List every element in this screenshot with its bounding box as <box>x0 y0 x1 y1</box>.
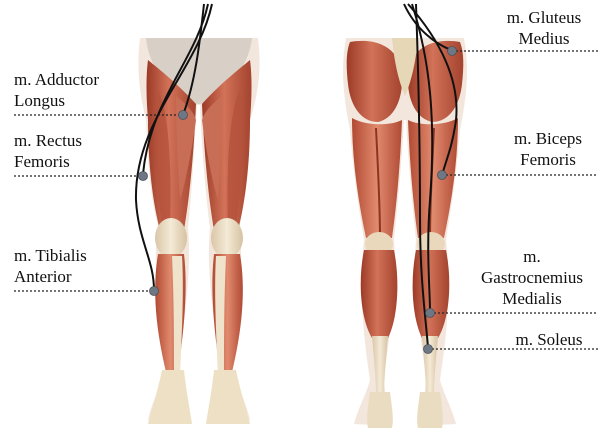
label-biceps-femoris-line2: Femoris <box>498 149 598 170</box>
back-left-calf <box>361 250 398 338</box>
back-right-calf <box>413 250 450 338</box>
front-view-legs <box>138 38 259 424</box>
back-left-heel <box>367 392 393 428</box>
electrode-soleus <box>424 345 433 354</box>
label-adductor-longus-line2: Longus <box>14 90 99 111</box>
label-gastrocnemius-medialis-line2: Gastrocnemius <box>466 267 598 288</box>
label-adductor-longus: m. Adductor Longus <box>14 69 99 111</box>
label-gluteus-medius-line1: m. Gluteus <box>490 7 598 28</box>
front-right-knee <box>211 218 243 258</box>
label-gastrocnemius-medialis: m. Gastrocnemius Medialis <box>466 246 598 309</box>
electrode-rectus-femoris <box>139 172 148 181</box>
label-tibialis-anterior-line1: m. Tibialis <box>14 245 87 266</box>
electrode-adductor-longus <box>179 111 188 120</box>
back-view-legs <box>343 38 467 428</box>
front-right-foot <box>206 370 250 424</box>
electrode-gastrocnemius-medialis <box>426 309 435 318</box>
back-right-heel <box>417 392 443 428</box>
label-gluteus-medius: m. Gluteus Medius <box>490 7 598 49</box>
label-soleus-line1: m. Soleus <box>500 329 598 350</box>
electrode-tibialis-anterior <box>150 287 159 296</box>
label-soleus: m. Soleus <box>500 329 598 350</box>
front-left-knee <box>155 218 187 258</box>
label-tibialis-anterior: m. Tibialis Anterior <box>14 245 87 287</box>
label-rectus-femoris-line2: Femoris <box>14 151 82 172</box>
label-rectus-femoris: m. Rectus Femoris <box>14 130 82 172</box>
label-gastrocnemius-medialis-line1: m. <box>466 246 598 267</box>
front-left-foot <box>148 370 192 424</box>
label-gastrocnemius-medialis-line3: Medialis <box>466 288 598 309</box>
label-gluteus-medius-line2: Medius <box>490 28 598 49</box>
electrode-gluteus-medius <box>448 47 457 56</box>
label-biceps-femoris-line1: m. Biceps <box>498 128 598 149</box>
label-biceps-femoris: m. Biceps Femoris <box>498 128 598 170</box>
electrode-biceps-femoris <box>438 171 447 180</box>
label-adductor-longus-line1: m. Adductor <box>14 69 99 90</box>
label-tibialis-anterior-line2: Anterior <box>14 266 87 287</box>
label-rectus-femoris-line1: m. Rectus <box>14 130 82 151</box>
